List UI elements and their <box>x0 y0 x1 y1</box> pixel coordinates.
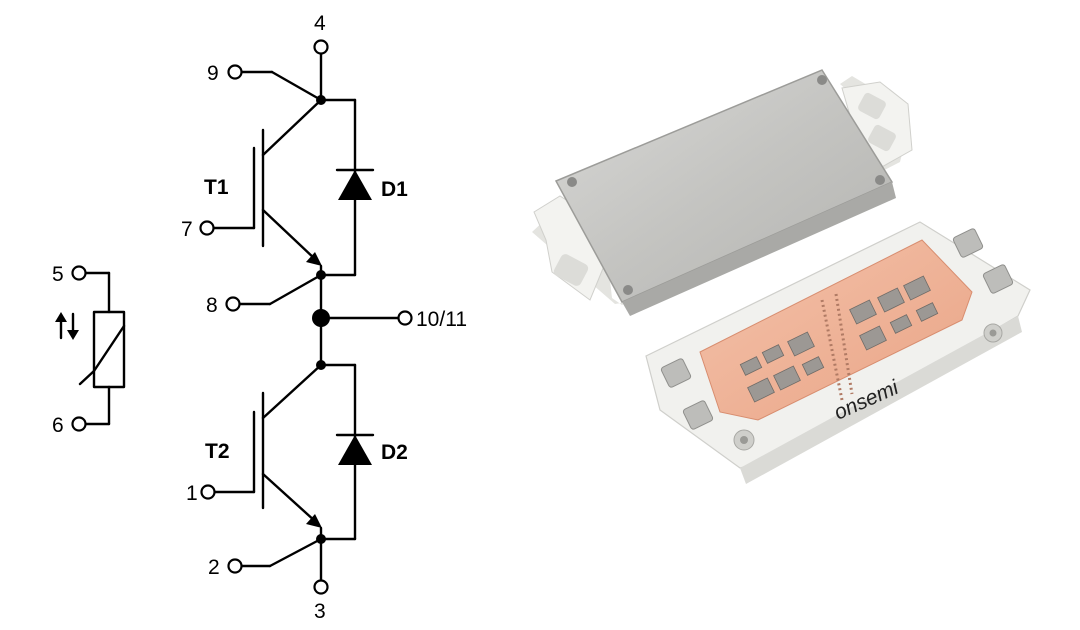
t1-label: T1 <box>204 176 229 199</box>
pin-7-label: 7 <box>181 218 193 241</box>
temperature-arrows-icon <box>55 312 79 340</box>
pin-4-label: 4 <box>314 12 326 35</box>
module-open: onsemi <box>645 221 1031 484</box>
t2-label: T2 <box>205 440 230 463</box>
diode-d2: D2 <box>319 363 408 541</box>
pin-6 <box>71 416 87 432</box>
pin-8-label: 8 <box>206 294 218 317</box>
pin-2-label: 2 <box>208 556 220 579</box>
pin-3-label: 3 <box>314 600 326 623</box>
ntc-thermistor: 5 6 <box>52 263 126 437</box>
pin-2 <box>227 558 243 574</box>
pin-7 <box>199 220 215 236</box>
pin-8 <box>225 296 241 312</box>
pin-4 <box>313 39 329 55</box>
module-with-lid <box>532 69 913 316</box>
pin-5-label: 5 <box>52 263 64 286</box>
pin-10-11-label: 10/11 <box>416 308 467 331</box>
pin-3 <box>313 579 329 595</box>
pin-1 <box>200 484 216 500</box>
pin-6-label: 6 <box>52 414 64 437</box>
pin-5 <box>71 265 87 281</box>
pin-9-label: 9 <box>207 62 219 85</box>
pin-10-11 <box>397 310 413 326</box>
junction-dots <box>312 95 330 544</box>
phase-output: 10/11 <box>319 273 467 367</box>
pin-1-label: 1 <box>186 482 198 505</box>
d1-label: D1 <box>381 178 408 201</box>
pin-9 <box>227 64 243 80</box>
d2-label: D2 <box>381 441 408 464</box>
pin-8-connection: 8 <box>206 273 323 317</box>
diode-d1: D1 <box>319 98 408 277</box>
igbt-t2: 1 T2 <box>186 363 323 541</box>
lower-terminals: 2 3 <box>208 537 329 623</box>
